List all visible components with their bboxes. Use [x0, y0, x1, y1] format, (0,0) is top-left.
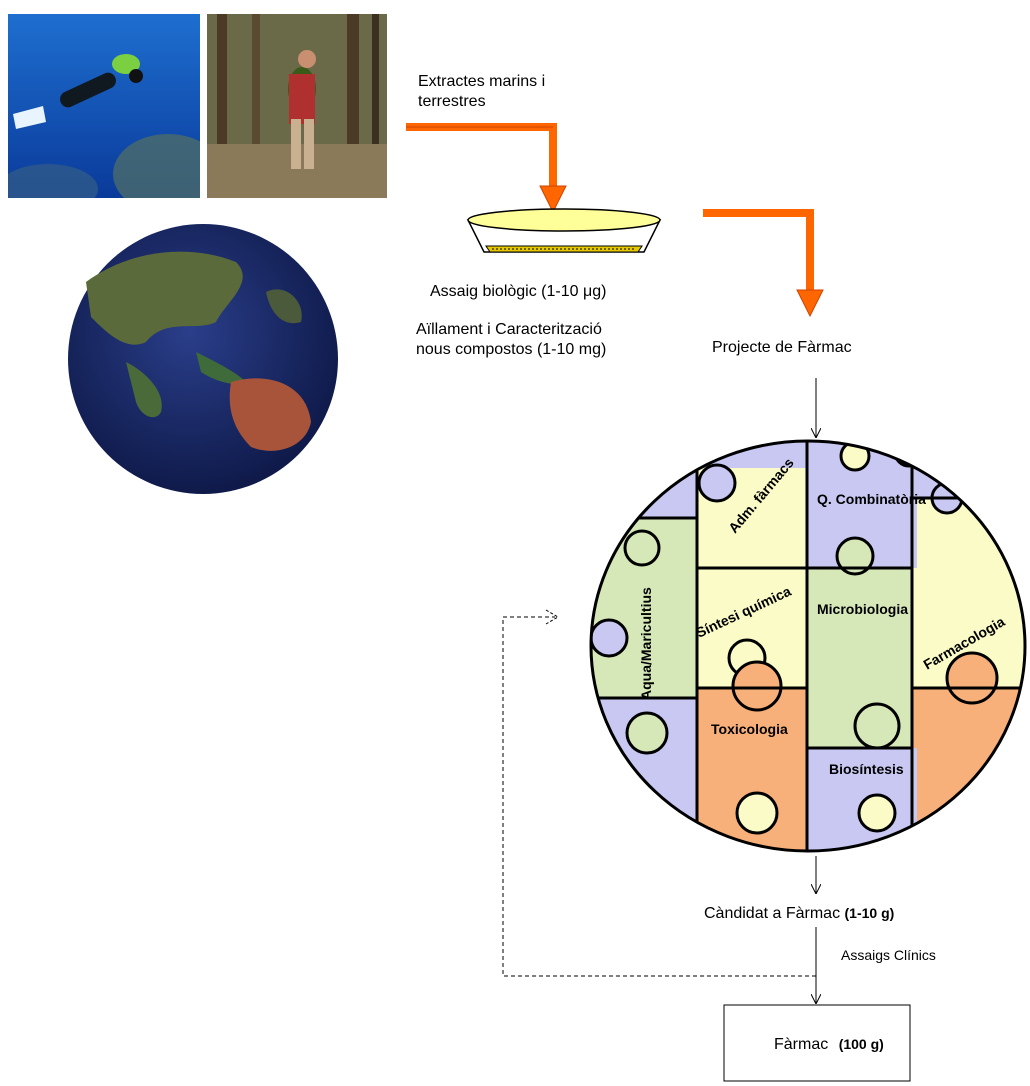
hiker-forest-photo: [207, 14, 387, 198]
drug-box: [723, 1004, 911, 1082]
diver-photo: [8, 14, 200, 198]
petri-dish-icon: [466, 208, 662, 253]
bioassay-label: Assaig biològic (1-10 μg): [430, 283, 607, 300]
puzzle-label-micro: Microbiologia: [817, 601, 908, 617]
puzzle-circle: Adm. fàrmacs Q. Combinatòria Aqua/Maricu…: [589, 439, 1027, 853]
extracts-label-line1: Extractes marins i: [418, 73, 546, 90]
puzzle-label-aqua: Aqua/Maricultius: [638, 587, 654, 700]
drug-amount: (100 g): [838, 1036, 884, 1052]
orange-arrow-1: [406, 123, 567, 214]
orange-arrow-2: [703, 209, 824, 318]
drug-label: Fàrmac (100 g): [774, 1034, 884, 1055]
puzzle-label-qcomb: Q. Combinatòria: [817, 491, 926, 507]
candidate-text: Càndidat a Fàrmac: [704, 905, 841, 922]
candidate-label: Càndidat a Fàrmac (1-10 g): [704, 903, 894, 924]
puzzle-label-toxi: Toxicologia: [711, 721, 788, 737]
puzzle-label-bios: Biosíntesis: [829, 761, 904, 777]
isolation-label-line1: Aïllament i Caracterització: [416, 321, 602, 338]
earth-globe-image: [68, 224, 338, 494]
extracts-label: Extractes marins i terrestres: [418, 72, 545, 112]
feedback-loop-dashed: [502, 609, 816, 977]
isolation-label-line2: nous compostos (1-10 mg): [416, 341, 607, 358]
drug-text: Fàrmac: [774, 1036, 829, 1053]
clinical-trials-label: Assaigs Clínics: [841, 947, 936, 963]
extracts-label-line2: terrestres: [418, 93, 486, 110]
candidate-amount: (1-10 g): [844, 905, 895, 921]
isolation-label: Aïllament i Caracterització nous compost…: [416, 320, 606, 360]
project-label: Projecte de Fàrmac: [712, 339, 852, 356]
